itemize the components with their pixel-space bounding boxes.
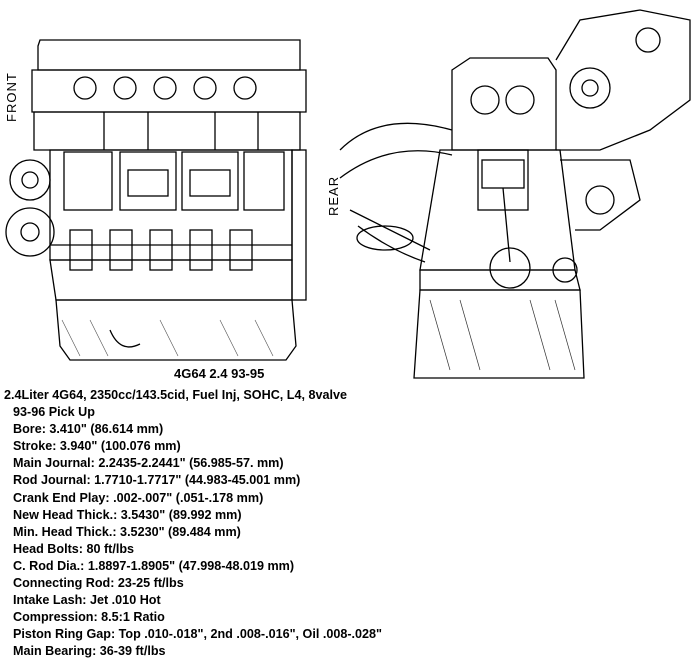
spec-line: Main Journal: 2.2435-2.2441" (56.985-57.… [13, 456, 284, 471]
spec-line: Stroke: 3.940" (100.076 mm) [13, 439, 181, 454]
spec-line: Crank End Play: .002-.007" (.051-.178 mm… [13, 490, 264, 505]
spec-line: Head Bolts: 80 ft/lbs [13, 541, 135, 556]
engine-spec-list: 2.4Liter 4G64, 2350cc/143.5cid, Fuel Inj… [4, 387, 694, 661]
spec-line: 93-96 Pick Up [13, 405, 95, 420]
engine-figure: FRONT REAR 4G64 2.4 93-95 [4, 9, 691, 381]
spec-line: Piston Ring Gap: Top .010-.018", 2nd .00… [13, 627, 383, 642]
spec-line: Min. Head Thick.: 3.5230" (89.484 mm) [13, 524, 241, 539]
engine-side-cutaway-illustration [5, 9, 691, 379]
rear-label: REAR [326, 175, 341, 216]
spec-line: Main Bearing: 36-39 ft/lbs [13, 644, 166, 659]
front-label: FRONT [4, 72, 19, 122]
spec-line: Rod Journal: 1.7710-1.7717" (44.983-45.0… [13, 473, 301, 488]
spec-line: C. Rod Dia.: 1.8897-1.8905" (47.998-48.0… [13, 558, 295, 573]
figure-caption: 4G64 2.4 93-95 [174, 366, 265, 381]
spec-headline: 2.4Liter 4G64, 2350cc/143.5cid, Fuel Inj… [4, 388, 348, 402]
spec-line: Compression: 8.5:1 Ratio [13, 610, 165, 625]
spec-line: New Head Thick.: 3.5430" (89.992 mm) [13, 507, 242, 522]
spec-line: Connecting Rod: 23-25 ft/lbs [13, 576, 184, 591]
spec-line: Bore: 3.410" (86.614 mm) [13, 422, 164, 437]
spec-line: Intake Lash: Jet .010 Hot [13, 593, 161, 608]
